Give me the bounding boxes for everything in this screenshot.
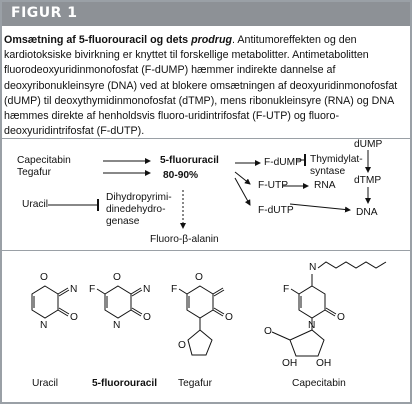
label-percent: 80-90%	[163, 170, 199, 181]
uracil-atom-o2: O	[70, 312, 78, 323]
arrow-fdutp-dna	[289, 203, 351, 213]
fu-atom-o: O	[113, 272, 121, 283]
cap-atom-oh1: OH	[282, 358, 298, 369]
uracil-atom-o: O	[40, 272, 48, 283]
arrow-to-fdutp	[234, 177, 251, 206]
cap-atom-ring-o: O	[264, 326, 272, 337]
label-capecitabin: Capecitabin	[17, 155, 71, 166]
structure-label-fluorouracil: 5-fluorouracil	[92, 378, 158, 389]
label-thymidylat-2: syntase	[310, 166, 346, 177]
figure-label: FIGUR 1	[11, 5, 78, 21]
caption-divider	[0, 138, 412, 139]
cap-atom-f: F	[283, 284, 290, 295]
label-f-utp: F-UTP	[258, 180, 288, 191]
label-enzyme-1: Dihydropyrimi-	[106, 192, 172, 203]
tegafur-structure	[178, 285, 225, 356]
cap-atom-o: O	[337, 312, 345, 323]
figure-caption: Omsætning af 5-fluorouracil og dets prod…	[4, 33, 404, 139]
structure-label-tegafur: Tegafur	[178, 378, 212, 389]
fu-atom-nh: N	[143, 284, 151, 295]
caption-text: . Antitumoreffekten og den kardiotoksisk…	[4, 34, 398, 138]
fluorouracil-structure	[96, 285, 143, 319]
label-dtmp: dTMP	[354, 175, 382, 186]
cap-atom-oh2: OH	[316, 358, 332, 369]
label-f-dump: F-dUMP	[264, 157, 302, 168]
label-rna: RNA	[314, 180, 336, 191]
fu-atom-f: F	[89, 284, 96, 295]
tegafur-atom-o2: O	[225, 312, 233, 323]
caption-bold: Omsætning af 5-fluorouracil og dets	[4, 34, 192, 46]
label-dna: DNA	[356, 207, 378, 218]
structure-label-uracil: Uracil	[32, 378, 59, 389]
label-uracil: Uracil	[22, 199, 49, 210]
cap-atom-n: N	[309, 262, 317, 273]
label-fluoro-alanin: Fluoro-β-alanin	[150, 234, 219, 245]
label-enzyme-2: dinedehydro-	[106, 204, 166, 215]
label-enzyme-3: genase	[106, 216, 140, 227]
label-dump: dUMP	[354, 139, 383, 150]
label-5-fluoruracil: 5-fluoruracil	[160, 155, 219, 166]
uracil-atom-nh: N	[70, 284, 78, 295]
uracil-atom-n: N	[40, 320, 48, 331]
uracil-structure	[31, 285, 70, 319]
label-f-dutp: F-dUTP	[258, 205, 294, 216]
pathway-divider	[0, 250, 412, 251]
tegafur-atom-f: F	[171, 284, 178, 295]
tegafur-atom-o: O	[195, 272, 203, 283]
fu-atom-n: N	[113, 320, 121, 331]
figure-header: FIGUR 1	[2, 2, 410, 26]
fu-atom-o2: O	[143, 312, 151, 323]
label-tegafur: Tegafur	[17, 167, 51, 178]
structure-label-capecitabin: Capecitabin	[292, 378, 346, 389]
capecitabin-structure	[271, 261, 387, 357]
label-thymidylat-1: Thymidylat-	[310, 154, 363, 165]
arrow-to-futp	[234, 171, 251, 185]
tegafur-atom-ring-o: O	[178, 340, 186, 351]
cap-atom-n2: N	[308, 320, 316, 331]
caption-italic: prodrug	[191, 34, 233, 46]
